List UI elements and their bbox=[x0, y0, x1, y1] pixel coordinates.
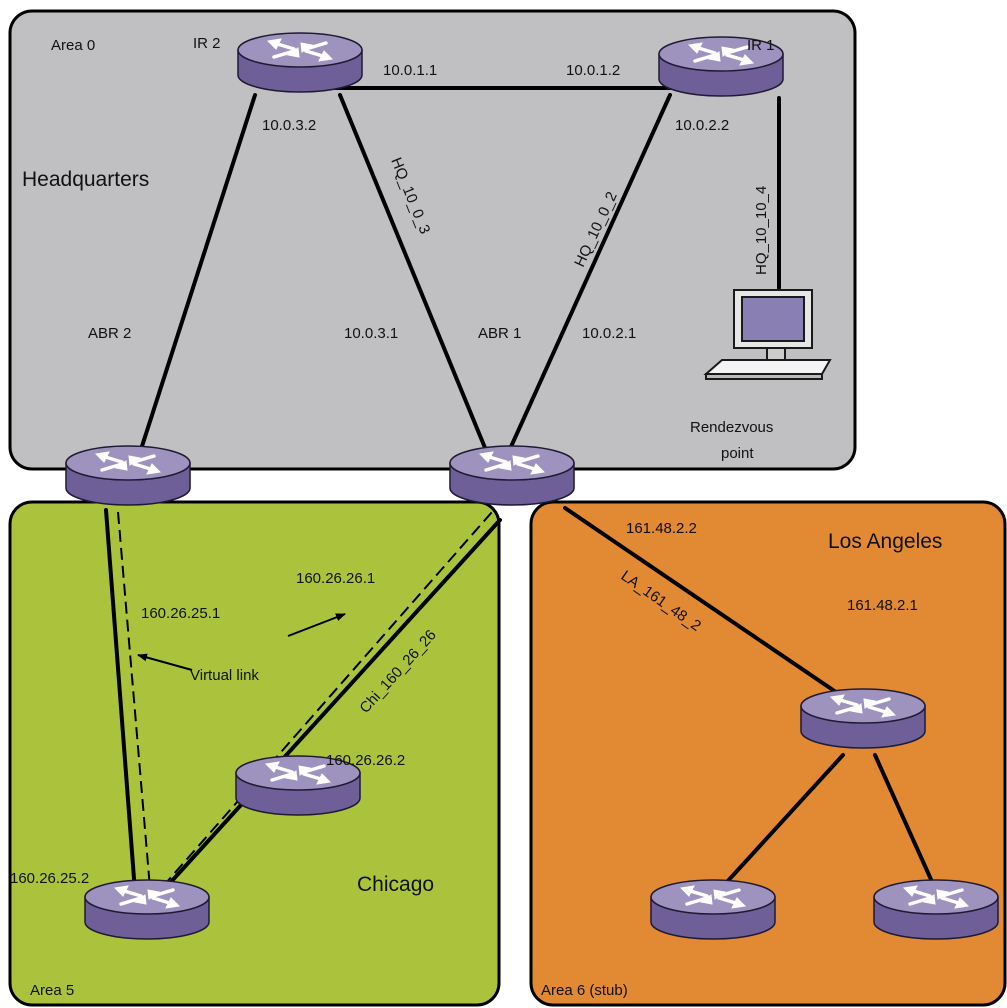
link-abr1-chi-bottom bbox=[148, 518, 502, 907]
link-abr2-chi-bottom bbox=[104, 508, 138, 907]
router-icon bbox=[873, 879, 999, 940]
virtual-link-left bbox=[117, 511, 152, 901]
address-label: 10.0.1.1 bbox=[383, 62, 437, 79]
address-label: 10.0.3.2 bbox=[262, 117, 316, 134]
router-ir1 bbox=[658, 36, 784, 97]
link-abr2-ir2 bbox=[133, 93, 257, 470]
area-6-label: Area 6 (stub) bbox=[541, 982, 628, 999]
los-angeles-label: Los Angeles bbox=[828, 530, 942, 553]
virtual-link-path bbox=[117, 511, 493, 901]
address-label: 161.48.2.2 bbox=[626, 520, 697, 537]
address-label: 160.26.25.1 bbox=[141, 605, 220, 622]
address-label: 160.26.25.2 bbox=[10, 870, 89, 887]
router-la-right bbox=[873, 879, 999, 940]
routers bbox=[65, 32, 999, 940]
router-icon bbox=[237, 32, 363, 93]
chicago-label: Chicago bbox=[357, 873, 434, 896]
rendezvous-label-line2: point bbox=[721, 445, 754, 462]
link-abr1-ir1 bbox=[503, 93, 672, 462]
router-ir2 bbox=[237, 32, 363, 93]
link-abr1-la-top bbox=[563, 506, 857, 707]
router-ir1-label: IR 1 bbox=[747, 37, 775, 54]
router-la-top bbox=[800, 688, 926, 749]
router-icon bbox=[65, 445, 191, 506]
virtual-link-arrow-left bbox=[137, 653, 193, 671]
router-chicago-bottom bbox=[84, 879, 210, 940]
router-abr1 bbox=[449, 445, 575, 506]
address-label: 160.26.26.2 bbox=[326, 752, 405, 769]
router-icon bbox=[449, 445, 575, 506]
router-icon bbox=[84, 879, 210, 940]
router-chicago-middle bbox=[235, 755, 361, 816]
area-5-label: Area 5 bbox=[30, 982, 74, 999]
links bbox=[104, 86, 940, 907]
address-label: 160.26.26.1 bbox=[296, 570, 375, 587]
address-label: 10.0.3.1 bbox=[344, 325, 398, 342]
area-0-label: Area 0 bbox=[51, 37, 95, 54]
router-abr2-label: ABR 2 bbox=[88, 325, 131, 342]
virtual-link-arrow-right bbox=[287, 613, 346, 637]
router-icon bbox=[658, 36, 784, 97]
address-label: 10.0.2.1 bbox=[582, 325, 636, 342]
area-chicago bbox=[8, 500, 501, 1007]
area-headquarters bbox=[8, 9, 857, 471]
area-los-angeles bbox=[529, 500, 1007, 1007]
address-label: 161.48.2.1 bbox=[847, 597, 918, 614]
router-ir2-label: IR 2 bbox=[193, 35, 221, 52]
rendezvous-label-line1: Rendezvous bbox=[690, 419, 773, 436]
address-label: 10.0.1.2 bbox=[566, 62, 620, 79]
router-icon bbox=[650, 879, 776, 940]
virtual-link-right bbox=[150, 511, 493, 901]
link-name-hq-10-10-4: HQ_10_10_4 bbox=[753, 186, 770, 275]
link-la-top-left bbox=[713, 753, 845, 897]
headquarters-label: Headquarters bbox=[22, 168, 149, 191]
computer-icon bbox=[703, 289, 832, 380]
router-abr1-label: ABR 1 bbox=[478, 325, 521, 342]
link-la-top-right bbox=[873, 753, 940, 897]
virtual-link-label: Virtual link bbox=[190, 667, 259, 684]
router-la-left bbox=[650, 879, 776, 940]
router-abr2 bbox=[65, 445, 191, 506]
link-abr1-ir2 bbox=[338, 93, 492, 462]
address-label: 10.0.2.2 bbox=[675, 117, 729, 134]
router-icon bbox=[235, 755, 361, 816]
router-icon bbox=[800, 688, 926, 749]
